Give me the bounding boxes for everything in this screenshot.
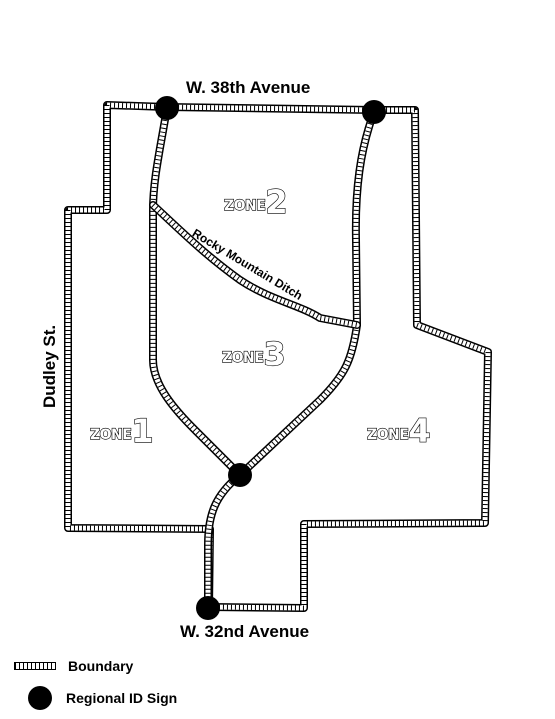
zone-label-3: ZONE3 xyxy=(221,334,286,373)
sign-marker-south[interactable] xyxy=(196,596,220,620)
zone-2-number: 2 xyxy=(265,182,288,221)
legend-boundary: Boundary xyxy=(14,658,133,674)
road-label-north: W. 38th Avenue xyxy=(186,78,311,97)
sign-marker-northwest[interactable] xyxy=(155,96,179,120)
zone-4-word: ZONE xyxy=(366,426,409,443)
zone-2-word: ZONE xyxy=(223,197,266,214)
boundary-swatch-icon xyxy=(14,662,56,670)
zone-label-1: ZONE1 xyxy=(89,411,154,450)
zone-1-word: ZONE xyxy=(89,426,132,443)
rocky-mountain-ditch xyxy=(149,201,361,329)
outer-boundary xyxy=(64,101,492,612)
sign-marker-northeast[interactable] xyxy=(362,100,386,124)
road-label-south: W. 32nd Avenue xyxy=(180,622,310,641)
zone-1-number: 1 xyxy=(131,411,154,450)
legend-sign: Regional ID Sign xyxy=(14,686,177,710)
zone-4-boundary xyxy=(236,108,378,479)
zone-1-boundary xyxy=(149,104,244,479)
zone-3-word: ZONE xyxy=(221,349,264,366)
zone-3-number: 3 xyxy=(263,334,286,373)
sign-marker-center[interactable] xyxy=(228,463,252,487)
zone-4-number: 4 xyxy=(408,411,431,450)
legend-sign-label: Regional ID Sign xyxy=(66,690,178,706)
zone-label-2: ZONE2 xyxy=(223,182,288,221)
road-label-west: Dudley St. xyxy=(40,324,59,408)
zone-label-4: ZONE4 xyxy=(366,411,431,450)
legend-boundary-label: Boundary xyxy=(68,658,134,674)
sign-marker-icon xyxy=(28,686,52,710)
